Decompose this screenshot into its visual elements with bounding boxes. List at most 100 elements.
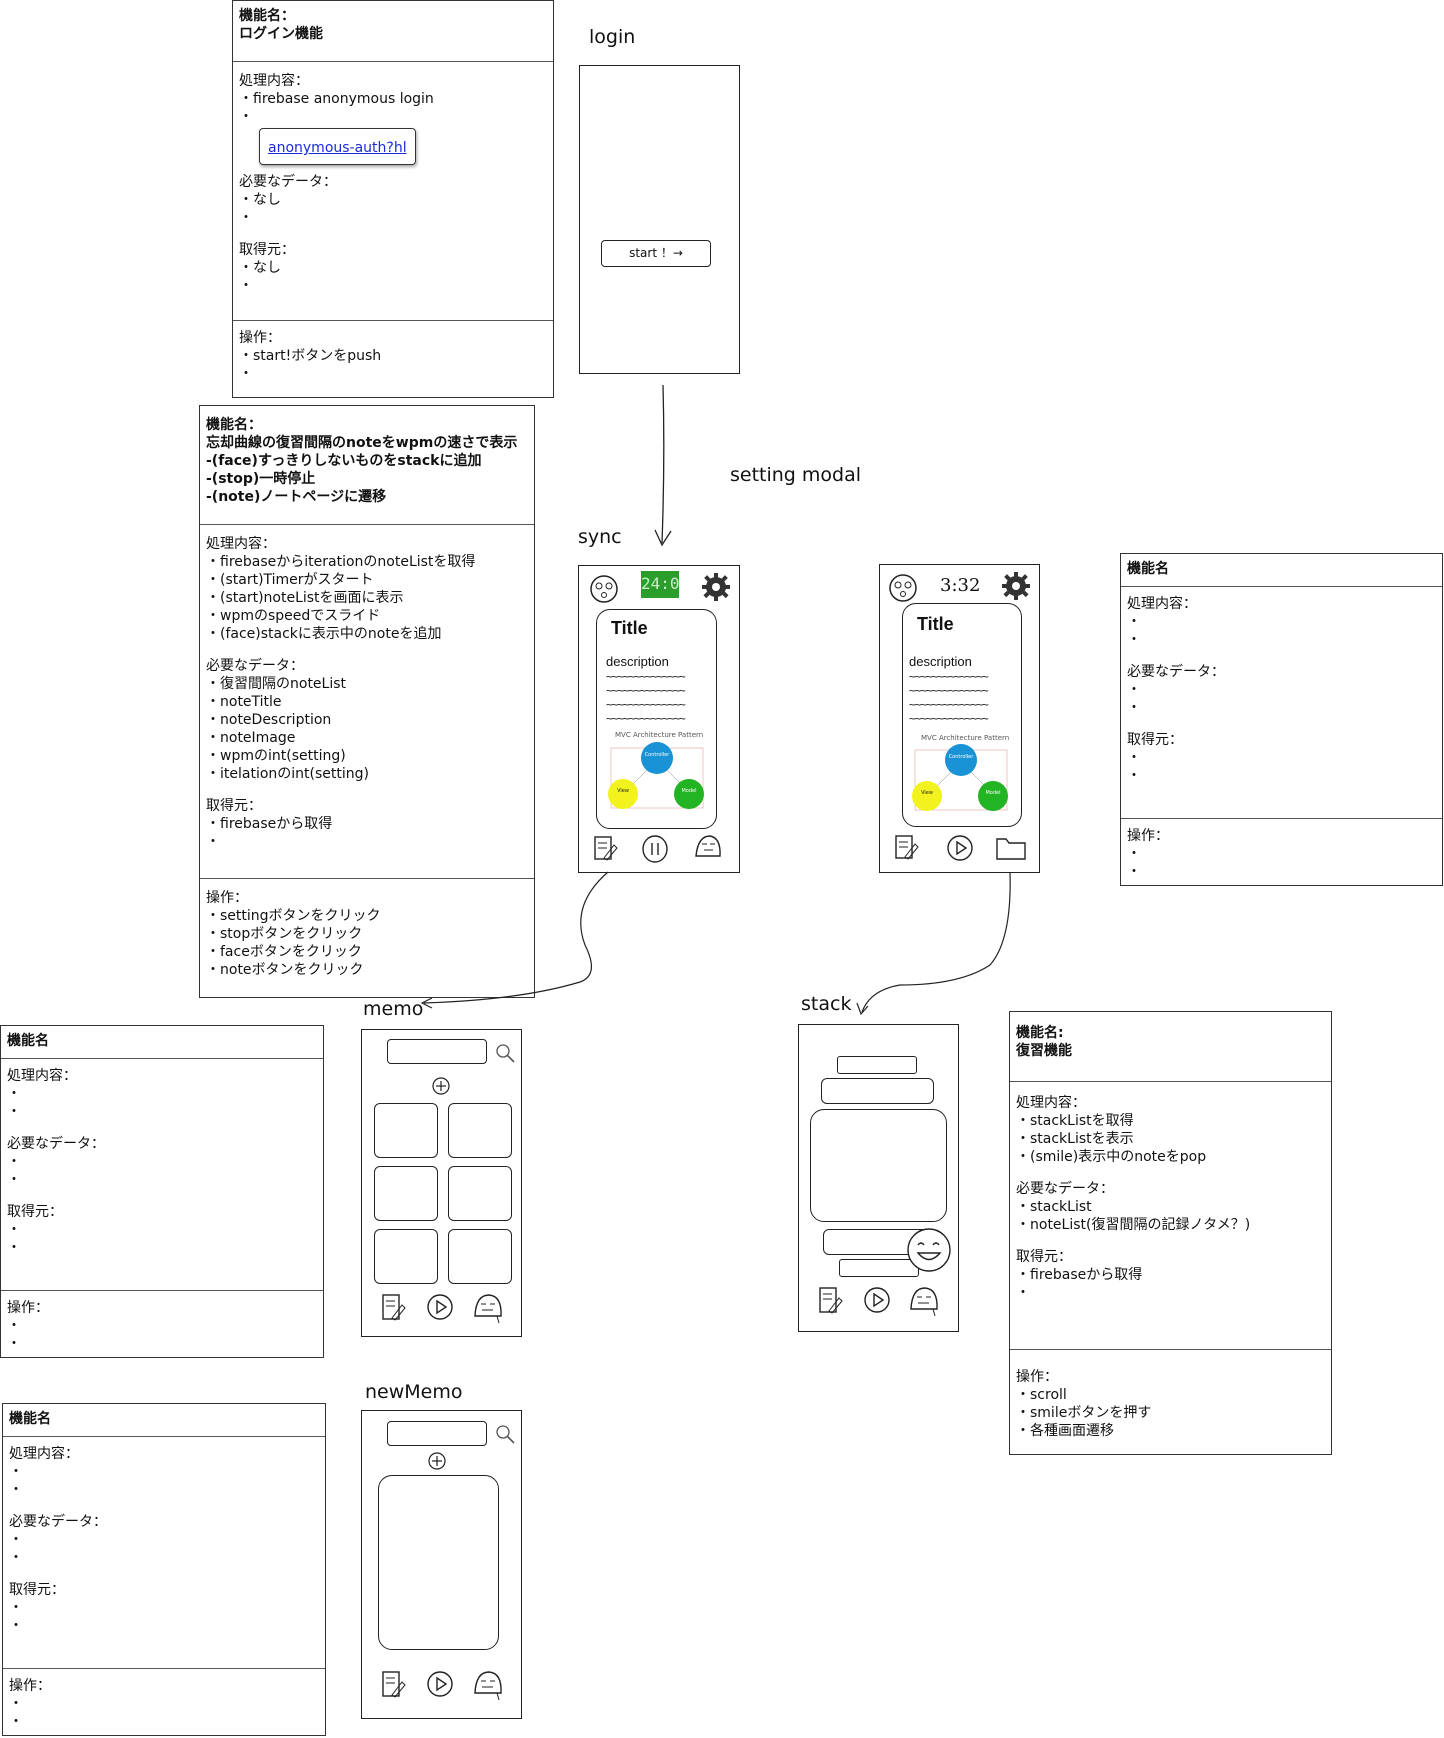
op-label: 操作：: [239, 330, 281, 346]
spec-body-section: 処理内容： ・ ・ 必要なデータ： ・ ・ 取得元： ・ ・: [1121, 587, 1442, 819]
spec-op-section: 操作： ・ ・: [1121, 819, 1442, 885]
mvc-model-label: Model: [985, 790, 1000, 796]
source-item: ・: [1016, 1285, 1030, 1301]
op-item: ・noteボタンをクリック: [206, 962, 364, 978]
spec-op-section: 操作： ・ ・: [1, 1291, 323, 1357]
add-icon[interactable]: [431, 1076, 451, 1096]
gear-icon[interactable]: [701, 572, 731, 602]
spec-title-section: 機能名: [3, 1404, 325, 1437]
stack-current-note[interactable]: [810, 1109, 947, 1222]
caption-sync: sync: [578, 526, 622, 548]
note-icon[interactable]: [893, 833, 919, 863]
play-icon[interactable]: [425, 1669, 455, 1699]
data-item: ・: [7, 1172, 21, 1188]
spec-title-section: 機能名： 忘却曲線の復習間隔のnoteをwpmの速さで表示 -(face)すっき…: [200, 406, 534, 525]
source-item: ・: [9, 1618, 23, 1634]
process-item: ・wpmのspeedでスライド: [206, 608, 381, 624]
meh-face-icon[interactable]: [907, 1283, 943, 1319]
new-memo-editor[interactable]: [378, 1475, 499, 1650]
op-item: ・各種画面遷移: [1016, 1423, 1114, 1439]
stack-item[interactable]: [837, 1056, 917, 1074]
memo-tile[interactable]: [448, 1103, 512, 1158]
source-item: ・: [1127, 750, 1141, 766]
process-item: ・: [9, 1482, 23, 1498]
meh-face-icon[interactable]: [692, 832, 724, 862]
spec-box-stack: 機能名: 復習機能 処理内容： ・stackListを取得 ・stackList…: [1009, 1011, 1332, 1455]
mvc-controller-label: Controller: [645, 752, 671, 758]
memo-tile[interactable]: [448, 1166, 512, 1221]
data-label: 必要なデータ：: [7, 1136, 105, 1152]
data-item: ・noteImage: [206, 730, 296, 746]
data-item: ・wpmのint(setting): [206, 748, 346, 764]
source-label: 取得元：: [239, 242, 295, 258]
source-label: 取得元：: [1127, 732, 1183, 748]
play-icon[interactable]: [945, 833, 975, 863]
start-button[interactable]: start ！→: [601, 240, 711, 267]
note-card[interactable]: Title description ~~~~~~~~~~~~~~ ~~~~~~~…: [596, 609, 717, 829]
process-label: 処理内容：: [7, 1068, 77, 1084]
newmemo-screen: [361, 1410, 522, 1719]
op-item: ・settingボタンをクリック: [206, 908, 381, 924]
smile-button-icon[interactable]: [905, 1226, 953, 1274]
meh-face-icon[interactable]: [471, 1667, 507, 1703]
source-item: ・: [7, 1240, 21, 1256]
spec-title: 機能名： 忘却曲線の復習間隔のnoteをwpmの速さで表示 -(face)すっき…: [206, 417, 518, 505]
add-icon[interactable]: [427, 1451, 447, 1471]
search-icon[interactable]: [494, 1423, 516, 1445]
spec-op-section: 操作： ・ ・: [3, 1669, 325, 1735]
anonymous-auth-link[interactable]: anonymous-auth?hl: [268, 140, 407, 156]
process-item: ・stackListを表示: [1016, 1131, 1134, 1147]
arrowhead-login-to-sync: [654, 529, 672, 547]
mvc-diagram-image: Controller View Model: [912, 744, 1008, 811]
source-item: ・なし: [239, 260, 281, 276]
play-icon[interactable]: [425, 1292, 455, 1322]
data-item: ・: [1127, 682, 1141, 698]
link-card[interactable]: anonymous-auth?hl: [259, 128, 416, 165]
face-icon[interactable]: [589, 574, 619, 604]
note-text-line: ~~~~~~~~~~~~~~: [909, 670, 989, 683]
spec-box-newmemo: 機能名 処理内容： ・ ・ 必要なデータ： ・ ・ 取得元： ・ ・ 操作： ・…: [2, 1403, 326, 1736]
spec-title: 機能名: 復習機能: [1016, 1025, 1072, 1059]
meh-face-icon[interactable]: [471, 1290, 507, 1326]
memo-tile[interactable]: [374, 1103, 438, 1158]
op-label: 操作：: [1016, 1369, 1058, 1385]
mvc-controller-label: Controller: [949, 754, 975, 760]
op-item: ・: [239, 366, 253, 382]
gear-icon[interactable]: [1001, 571, 1031, 601]
note-description: description: [606, 654, 669, 669]
search-input[interactable]: [387, 1421, 487, 1446]
spec-body-section: 処理内容： ・stackListを取得 ・stackListを表示 ・(smil…: [1010, 1082, 1331, 1350]
note-icon[interactable]: [592, 834, 618, 864]
spec-body-section: 処理内容： ・firebase anonymous login ・ anonym…: [233, 62, 553, 321]
note-card[interactable]: Title description ~~~~~~~~~~~~~~ ~~~~~~~…: [902, 603, 1022, 827]
spec-title: 機能名: [7, 1033, 49, 1049]
note-icon[interactable]: [817, 1285, 843, 1317]
source-label: 取得元：: [9, 1582, 65, 1598]
spec-title-section: 機能名: [1, 1026, 323, 1059]
search-icon[interactable]: [494, 1042, 516, 1064]
spec-box-login: 機能名： ログイン機能 処理内容： ・firebase anonymous lo…: [232, 0, 554, 398]
mvc-diagram-title: MVC Architecture Pattern: [615, 731, 704, 739]
mvc-view-label: View: [617, 788, 629, 794]
memo-tile[interactable]: [448, 1229, 512, 1284]
play-icon[interactable]: [862, 1285, 892, 1315]
memo-tile[interactable]: [374, 1229, 438, 1284]
login-screen: start ！→: [579, 65, 740, 374]
process-item: ・: [7, 1086, 21, 1102]
memo-tile[interactable]: [374, 1166, 438, 1221]
note-icon[interactable]: [380, 1292, 406, 1324]
note-icon[interactable]: [380, 1669, 406, 1701]
spec-op-section: 操作： ・scroll ・smileボタンを押す ・各種画面遷移: [1010, 1350, 1331, 1454]
op-item: ・: [7, 1318, 21, 1334]
search-input[interactable]: [387, 1039, 487, 1064]
folder-icon[interactable]: [994, 833, 1028, 863]
mvc-model-label: Model: [681, 788, 696, 794]
face-icon[interactable]: [888, 573, 918, 603]
op-label: 操作：: [1127, 828, 1169, 844]
stack-screen: [798, 1024, 959, 1332]
pause-icon[interactable]: [640, 832, 670, 864]
process-label: 処理内容：: [206, 536, 276, 552]
op-label: 操作：: [7, 1300, 49, 1316]
spec-body-section: 処理内容： ・firebaseからiterationのnoteListを取得 ・…: [200, 525, 534, 879]
stack-item[interactable]: [821, 1078, 934, 1104]
